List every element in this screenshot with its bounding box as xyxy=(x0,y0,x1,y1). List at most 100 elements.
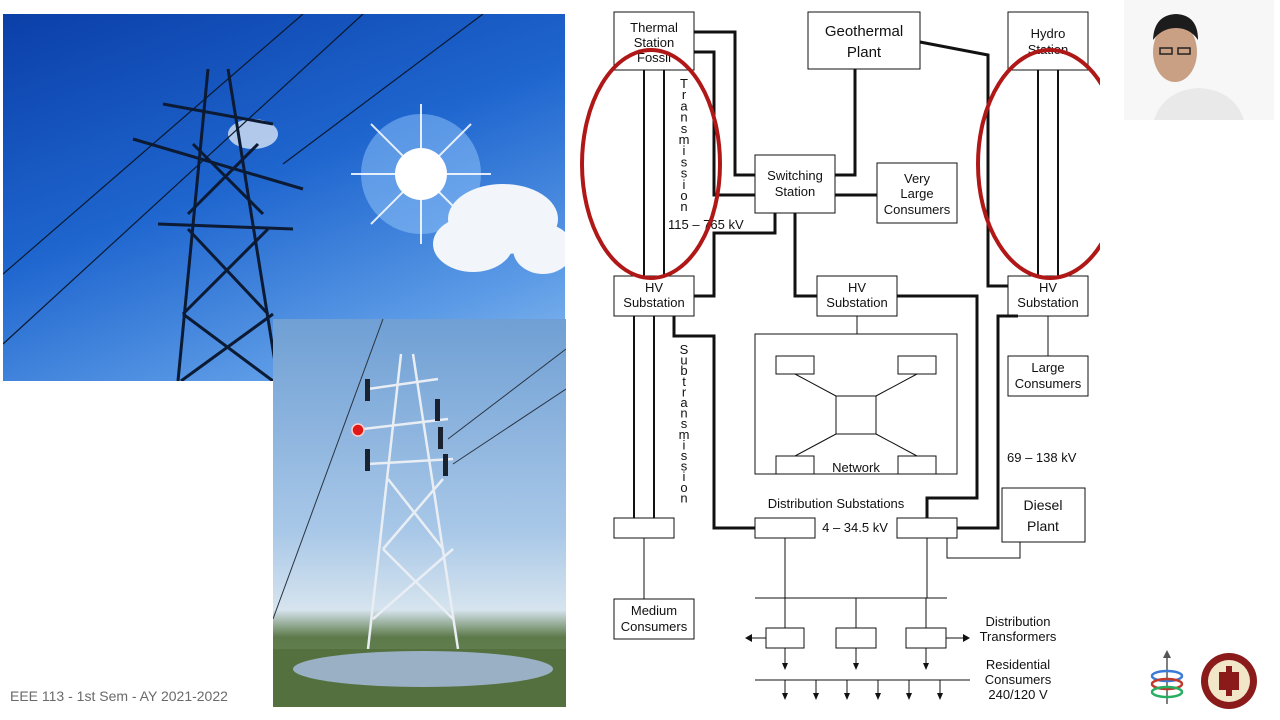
power-lines xyxy=(3,14,484,345)
vertical-letter: t xyxy=(682,374,686,389)
vertical-letter: r xyxy=(682,384,687,399)
large-consumers-box xyxy=(1007,355,1089,397)
vertical-letter: i xyxy=(683,437,686,452)
switching-station-box xyxy=(754,154,836,214)
dist-transformers-label-2: Transformers xyxy=(980,629,1057,644)
hv-left-label-1: HV xyxy=(645,280,663,295)
medium-label-2: Consumers xyxy=(621,619,688,634)
dist-voltage-label: 4 – 34.5 kV xyxy=(822,520,888,535)
subtrans-voltage-label: 69 – 138 kV xyxy=(1007,450,1077,465)
distribution-transformer xyxy=(905,627,947,649)
residential-label-1: Residential xyxy=(986,657,1050,672)
distribution-transformer xyxy=(765,627,805,649)
medium-label-1: Medium xyxy=(631,603,677,618)
university-seal-icon xyxy=(1201,653,1257,709)
vertical-letter: s xyxy=(681,416,688,431)
vertical-letter: T xyxy=(680,76,688,91)
network-node xyxy=(897,455,937,475)
generation-feeders xyxy=(633,70,1059,518)
large-label-1: Large xyxy=(1031,360,1064,375)
vertical-letter: s xyxy=(681,166,688,181)
thermal-label-1: Thermal xyxy=(630,20,678,35)
transmission-voltage-label: 115 – 765 kV xyxy=(668,217,744,232)
very-large-label-1: Very xyxy=(904,171,931,186)
vertical-letter: i xyxy=(683,469,686,484)
transmission-tower-icon xyxy=(362,353,460,650)
vertical-letter: s xyxy=(681,459,688,474)
distribution-transformer xyxy=(835,627,877,649)
vertical-letter: o xyxy=(680,188,687,203)
network-node xyxy=(775,355,815,375)
laser-pointer-dot xyxy=(351,423,365,437)
hv-right-label-1: HV xyxy=(1039,280,1057,295)
hv-right-label-2: Substation xyxy=(1017,295,1078,310)
residential-label-3: 240/120 V xyxy=(988,687,1048,702)
vertical-letter: u xyxy=(680,353,687,368)
geothermal-label-2: Plant xyxy=(847,44,882,61)
hydro-label-1: Hydro xyxy=(1031,26,1066,41)
presenter-silhouette xyxy=(1124,0,1274,120)
vertical-letter: s xyxy=(681,154,688,169)
vertical-letter: n xyxy=(680,490,687,505)
hv-mid-label-2: Substation xyxy=(826,295,887,310)
power-system-diagram: Thermal Station Fossil Geothermal Plant … xyxy=(580,11,1100,702)
photo-tower-field xyxy=(273,319,566,707)
hv-mid-label-1: HV xyxy=(848,280,866,295)
vertical-letter: r xyxy=(682,87,687,102)
network-box xyxy=(754,333,958,475)
hv-left-label-2: Substation xyxy=(623,295,684,310)
vertical-letter: a xyxy=(680,395,688,410)
very-large-consumers-box xyxy=(876,162,958,224)
diesel-plant-box xyxy=(1001,487,1086,543)
highlight-ellipse-right xyxy=(976,48,1100,280)
tower-field-illustration xyxy=(273,319,566,707)
network-node xyxy=(775,455,815,475)
vertical-letter: n xyxy=(680,406,687,421)
insulators xyxy=(365,379,448,476)
geothermal-label-1: Geothermal xyxy=(825,23,903,40)
vertical-letter: i xyxy=(683,177,686,192)
geothermal-plant-box xyxy=(807,11,921,70)
presenter-video xyxy=(1124,0,1274,120)
transmission-tower-icon xyxy=(132,68,304,381)
vertical-letter: S xyxy=(680,342,689,357)
hv-substation-mid-box xyxy=(816,275,898,317)
distribution-substation xyxy=(613,517,675,539)
highlight-ellipse-left xyxy=(580,48,722,280)
very-large-label-2: Large xyxy=(900,186,933,201)
department-logo-icon xyxy=(1150,650,1184,704)
vertical-letter: o xyxy=(680,480,687,495)
switching-label-1: Switching xyxy=(767,168,823,183)
dist-transformers-label-1: Distribution xyxy=(985,614,1050,629)
power-lines xyxy=(273,319,566,620)
vertical-letter: n xyxy=(680,199,687,214)
arrowheads xyxy=(745,634,970,700)
network-label: Network xyxy=(832,460,880,475)
very-large-label-3: Consumers xyxy=(884,202,951,217)
switching-label-2: Station xyxy=(775,184,815,199)
tower-sun-illustration xyxy=(3,14,565,381)
vertical-letter: a xyxy=(680,98,688,113)
vertical-letter: n xyxy=(680,110,687,125)
medium-consumers-box xyxy=(613,598,695,640)
vertical-letter: i xyxy=(683,143,686,158)
residential-label-2: Consumers xyxy=(985,672,1052,687)
vertical-letter: b xyxy=(680,363,687,378)
vertical-letter: m xyxy=(679,132,690,147)
distribution-substation xyxy=(754,517,816,539)
hv-substation-left-box xyxy=(613,275,695,317)
network-node xyxy=(897,355,937,375)
dist-substations-label: Distribution Substations xyxy=(768,496,905,511)
vertical-letter: s xyxy=(681,121,688,136)
vertical-letter: m xyxy=(679,427,690,442)
diesel-label-2: Plant xyxy=(1027,518,1059,534)
course-footer: EEE 113 - 1st Sem - AY 2021-2022 xyxy=(10,688,228,704)
water-pond xyxy=(293,651,553,687)
thermal-label-3: Fossil xyxy=(637,50,671,65)
thermal-label-2: Station xyxy=(634,35,674,50)
vertical-letter: s xyxy=(681,448,688,463)
diesel-label-1: Diesel xyxy=(1024,497,1063,513)
sun-icon xyxy=(351,104,491,244)
